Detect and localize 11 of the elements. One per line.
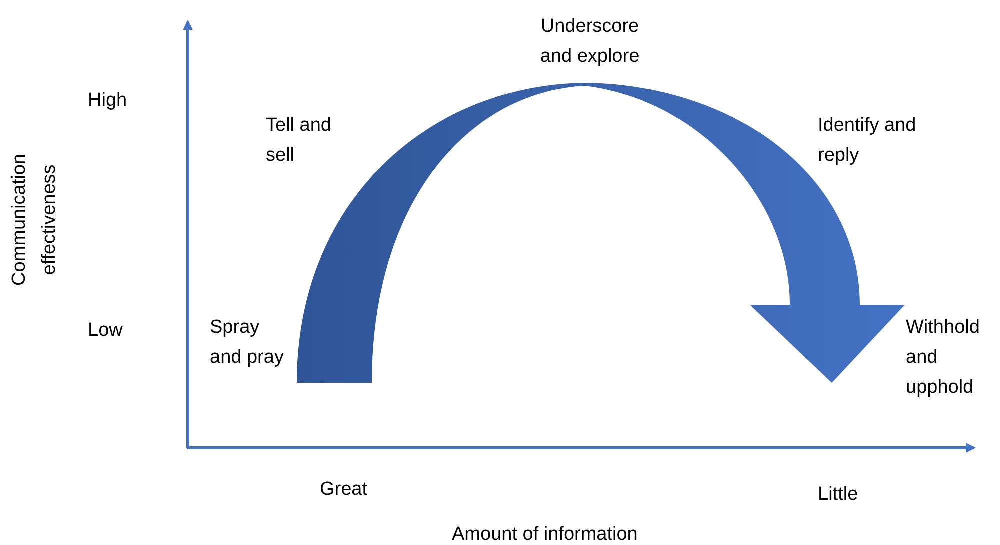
scale-label: Great: [320, 478, 368, 502]
stage-label: Identify and reply: [818, 114, 918, 168]
axis-title: Amount of information: [452, 523, 638, 545]
stage-label: Withhold and upphold: [906, 316, 981, 400]
stage-label: Tell and sell: [266, 114, 332, 168]
stage-label: Spray and pray: [210, 316, 285, 370]
scale-label: Little: [818, 483, 858, 507]
level-label: Low: [88, 319, 123, 343]
level-label: High: [88, 89, 128, 113]
axis-title: Communication effectiveness: [8, 153, 61, 288]
stage-label: Underscore and explore: [539, 15, 641, 69]
